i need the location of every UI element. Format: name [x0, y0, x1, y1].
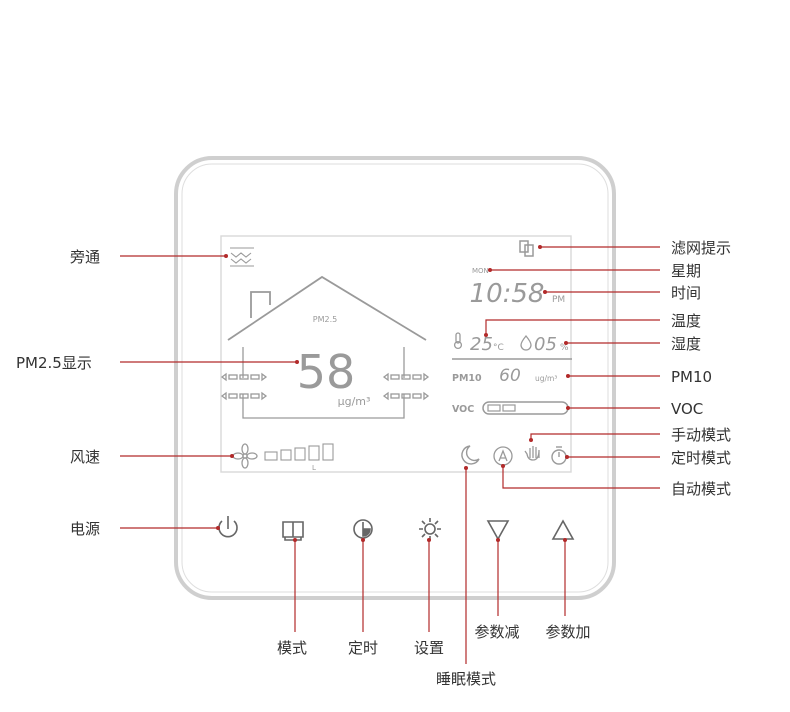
droplet-icon [520, 334, 532, 351]
voc-bar-segment [502, 404, 516, 412]
weekday-text: MON [472, 267, 489, 275]
lcd-screen [220, 235, 572, 473]
hand-icon [524, 446, 540, 461]
time-value: 10:58 [470, 279, 545, 309]
temperature-value: 25 [470, 334, 493, 355]
callout-lines [120, 245, 660, 664]
power-button[interactable] [218, 516, 238, 538]
ampm-text: PM [552, 295, 565, 305]
pm10-value: 60 [499, 366, 521, 386]
pm25-unit: μg/m³ [338, 395, 371, 408]
fan-level-label: L [312, 464, 316, 472]
callout-mode: 模式 [277, 639, 307, 657]
pm10-label: PM10 [452, 373, 482, 384]
fan-speed-bars [264, 443, 334, 461]
pm10-unit: ug/m³ [535, 374, 557, 383]
pm25-value: 58 [297, 345, 356, 399]
callout-voc: VOC [671, 400, 703, 418]
callout-timer-mode: 定时模式 [671, 449, 731, 467]
gear-icon [419, 518, 441, 540]
callout-manual-mode: 手动模式 [671, 426, 731, 444]
temperature-unit: °C [493, 343, 504, 353]
voc-label: VOC [452, 404, 474, 415]
callout-pm25-display: PM2.5显示 [16, 354, 92, 372]
callout-sleep-mode: 睡眠模式 [436, 670, 496, 688]
humidity-unit: % [560, 343, 569, 353]
humidity-value: 05 [534, 334, 557, 355]
param-down-button[interactable] [486, 520, 510, 541]
callout-param-down: 参数减 [474, 623, 519, 641]
callout-power: 电源 [70, 520, 100, 538]
param-up-button[interactable] [551, 519, 575, 540]
voc-bar-segment [487, 404, 501, 412]
callout-settings: 设置 [414, 639, 444, 657]
bypass-icon [230, 247, 254, 267]
callout-pm10: PM10 [671, 368, 712, 386]
house-outline [227, 275, 427, 341]
callout-timer: 定时 [348, 639, 378, 657]
settings-button[interactable] [419, 518, 441, 540]
callout-filter-reminder: 滤网提示 [671, 239, 731, 257]
callout-bypass: 旁通 [70, 248, 100, 266]
callout-auto-mode: 自动模式 [671, 480, 731, 498]
pm25-label: PM2.5 [313, 315, 337, 324]
sleep-moon-icon [461, 445, 480, 465]
triangle-down-icon [486, 520, 510, 541]
fan-icon [232, 443, 258, 469]
thermometer-icon [453, 332, 463, 350]
power-icon [218, 516, 238, 538]
callout-temperature: 温度 [671, 312, 701, 330]
callout-humidity: 湿度 [671, 335, 701, 353]
callout-fan-speed: 风速 [70, 448, 100, 466]
callout-param-up: 参数加 [545, 623, 590, 641]
callout-weekday: 星期 [671, 262, 701, 280]
filter-icon [519, 240, 534, 257]
callout-time: 时间 [671, 284, 701, 302]
triangle-up-icon [551, 519, 575, 540]
